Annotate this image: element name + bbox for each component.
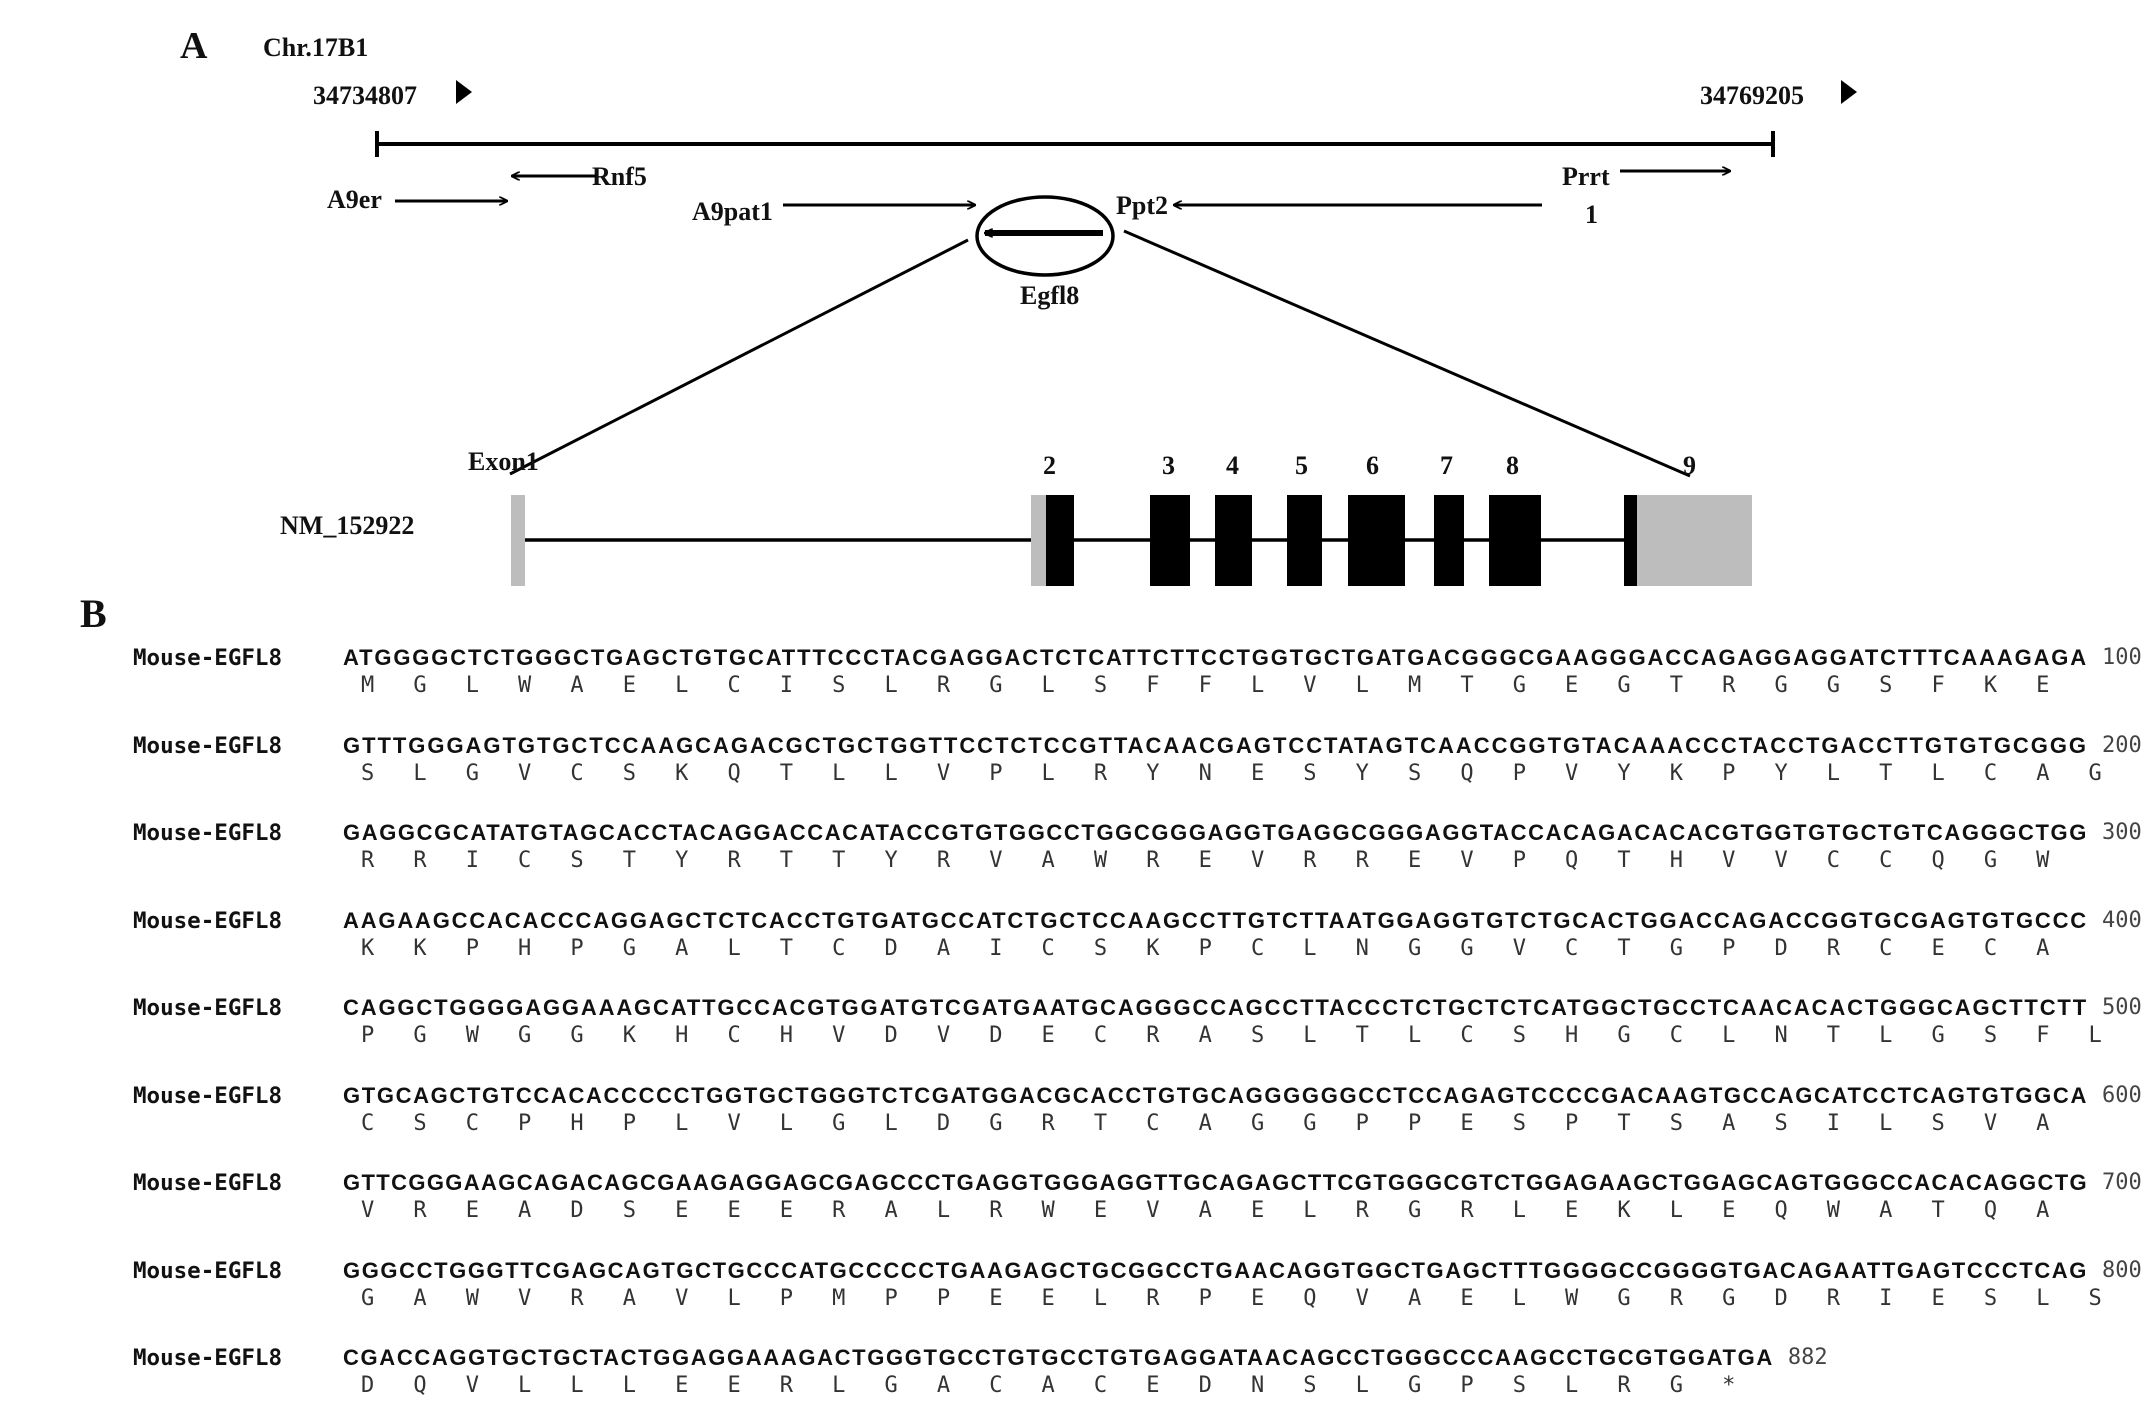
sequence-name: Mouse-EGFL8: [133, 645, 283, 671]
panel-a-gene-map: A Chr.17B1 34734807 34769205 Rnf5 A9er A…: [0, 0, 2126, 600]
sequence-row: Mouse-EGFL8 GAGGCGCATATGTAGCACCTACAGGACCA…: [133, 820, 2142, 880]
sequence-name: Mouse-EGFL8: [133, 995, 283, 1021]
amino-acid-translation: SLGVCSKQTLLVPLRYNESYSQPVYKPYLTLCAG: [361, 760, 2141, 786]
exon-number-4: 4: [1226, 451, 1239, 480]
exon-9-utr: [1637, 495, 1752, 586]
nucleotide-sequence: CGACCAGGTGCTGCTACTGGAGGAAAGACTGGGTGCCTGT…: [343, 1345, 1774, 1370]
exon-number-7: 7: [1440, 451, 1453, 480]
sequence-row: Mouse-EGFL8 GTTTGGGAGTGTGCTCCAAGCAGACGCTG…: [133, 732, 2142, 793]
sequence-position-number: 700: [2102, 1170, 2142, 1195]
amino-acid-translation: GAWVRAVLPMPPEELRPEQVAELWGRGDRIESLS: [361, 1285, 2141, 1311]
exon-number-5: 5: [1295, 451, 1308, 480]
sequence-name: Mouse-EGFL8: [133, 820, 283, 846]
exon-2-coding: [1046, 495, 1074, 586]
exon-number-9: 9: [1683, 451, 1696, 480]
panel-b-label: B: [80, 591, 107, 636]
gene-map-svg: A Chr.17B1 34734807 34769205 Rnf5 A9er A…: [180, 25, 1857, 586]
sequence-row: Mouse-EGFL8 ATGGGGCTCTGGGCTGAGCTGTGCATTTC…: [133, 645, 2142, 705]
sequence-position-number: 800: [2102, 1257, 2142, 1283]
sequence-row: Mouse-EGFL8 GTGCAGCTGTCCACACCCCCTGGTGCTGG…: [133, 1082, 2142, 1143]
coord-right-direction-icon: [1841, 80, 1857, 104]
exon-2-utr: [1031, 495, 1046, 586]
exon-5-coding: [1287, 495, 1322, 586]
exon-8-coding: [1489, 495, 1541, 586]
sequence-name: Mouse-EGFL8: [133, 1170, 283, 1196]
sequence-position-number: 400: [2102, 907, 2142, 933]
amino-acid-translation: VREADSEEERALRWEVAELRGRLEKLEQWATQA: [361, 1198, 2089, 1223]
transcript-id-label: NM_152922: [280, 511, 414, 540]
sequence-position-number: 300: [2102, 820, 2142, 845]
amino-acid-translation: CSCPHPLVLGLDGRTCAGGPPESPTSASILSVA: [361, 1110, 2089, 1136]
exon-number-3: 3: [1162, 451, 1175, 480]
amino-acid-translation: DQVLLLEERLGACACEDNSLGPSLRG*: [361, 1373, 1775, 1398]
nucleotide-sequence: GTGCAGCTGTCCACACCCCCTGGTGCTGGGTCTCGATGGA…: [343, 1082, 2088, 1108]
sequence-position-number: 100: [2102, 645, 2142, 670]
sequence-name: Mouse-EGFL8: [133, 732, 283, 759]
sequence-name: Mouse-EGFL8: [133, 1345, 283, 1371]
amino-acid-translation: MGLWAELCISLRGLSFFLVLMTGEGTRGGSFKE: [361, 673, 2089, 698]
nucleotide-sequence: ATGGGGCTCTGGGCTGAGCTGTGCATTTCCCTACGAGGAC…: [343, 645, 2088, 670]
coord-left-label: 34734807: [313, 81, 417, 110]
sequence-name: Mouse-EGFL8: [133, 1257, 283, 1284]
gene-label-prrt: Prrt: [1562, 162, 1610, 191]
exon-7-coding: [1434, 495, 1464, 586]
sequence-position-number: 200: [2102, 732, 2142, 758]
amino-acid-translation: RRICSTYRTTYRVAWREVRREVPQTHVVCCQGW: [361, 848, 2089, 873]
sequence-name: Mouse-EGFL8: [133, 1082, 283, 1109]
sequence-row: Mouse-EGFL8 CAGGCTGGGGAGGAAAGCATTGCCACGTG…: [133, 995, 2142, 1055]
sequence-name: Mouse-EGFL8: [133, 907, 283, 934]
exon-number-8: 8: [1506, 451, 1519, 480]
coord-right-label: 34769205: [1700, 81, 1804, 110]
panel-a-label: A: [180, 25, 208, 67]
exon-6-coding: [1348, 495, 1405, 586]
coord-left-direction-icon: [456, 80, 472, 104]
sequence-row: Mouse-EGFL8 GGGCCTGGGTTCGAGCAGTGCTGCCCATG…: [133, 1257, 2142, 1318]
gene-label-prrt-suffix: 1: [1585, 200, 1598, 229]
nucleotide-sequence: GGGCCTGGGTTCGAGCAGTGCTGCCCATGCCCCCTGAAGA…: [343, 1257, 2088, 1283]
gene-label-rnf5: Rnf5: [592, 162, 647, 191]
sequence-position-number: 600: [2102, 1082, 2142, 1108]
gene-label-a9pat1: A9pat1: [692, 197, 773, 226]
gene-label-egfl8: Egfl8: [1020, 281, 1079, 310]
sequence-row: Mouse-EGFL8 AAGAAGCCACACCCAGGAGCTCTCACCTG…: [133, 907, 2142, 968]
exon-9-coding: [1624, 495, 1637, 586]
sequence-position-number: 500: [2102, 995, 2142, 1020]
exon-number-6: 6: [1366, 451, 1379, 480]
chromosome-label: Chr.17B1: [263, 33, 368, 62]
egfl8-highlight-ellipse: [975, 195, 1115, 277]
nucleotide-sequence: AAGAAGCCACACCCAGGAGCTCTCACCTGTGATGCCATCT…: [343, 907, 2088, 933]
sequence-row: Mouse-EGFL8 CGACCAGGTGCTGCTACTGGAGGAAAGAC…: [133, 1345, 2113, 1405]
exon-number-2: 2: [1043, 451, 1056, 480]
exon-3-coding: [1150, 495, 1190, 586]
exon-4-coding: [1215, 495, 1252, 586]
gene-label-ppt2: Ppt2: [1116, 191, 1168, 220]
sequence-row: Mouse-EGFL8 GTTCGGGAAGCAGACAGCGAAGAGGAGCG…: [133, 1170, 2142, 1230]
nucleotide-sequence: GTTTGGGAGTGTGCTCCAAGCAGACGCTGCTGGTTCCTCT…: [343, 732, 2088, 758]
exon-1-utr: [511, 495, 525, 586]
amino-acid-translation: PGWGGKHCHVDVDECRASLTLCSHGCLNTLGSFL: [361, 1023, 2141, 1048]
zoom-line-right: [1123, 229, 1691, 478]
sequence-position-number: 882: [1787, 1345, 1828, 1370]
nucleotide-sequence: GAGGCGCATATGTAGCACCTACAGGACCACATACCGTGTG…: [343, 820, 2088, 845]
nucleotide-sequence: CAGGCTGGGGAGGAAAGCATTGCCACGTGGATGTCGATGA…: [343, 995, 2088, 1020]
gene-label-a9er: A9er: [327, 185, 382, 214]
exon1-label: Exon1: [468, 447, 539, 476]
zoom-line-left: [509, 238, 969, 476]
amino-acid-translation: KKPHPGALTCDAICSKPCLNGGVCTGPDRCECA: [361, 935, 2089, 961]
nucleotide-sequence: GTTCGGGAAGCAGACAGCGAAGAGGAGCGAGCCCTGAGGT…: [343, 1170, 2088, 1195]
